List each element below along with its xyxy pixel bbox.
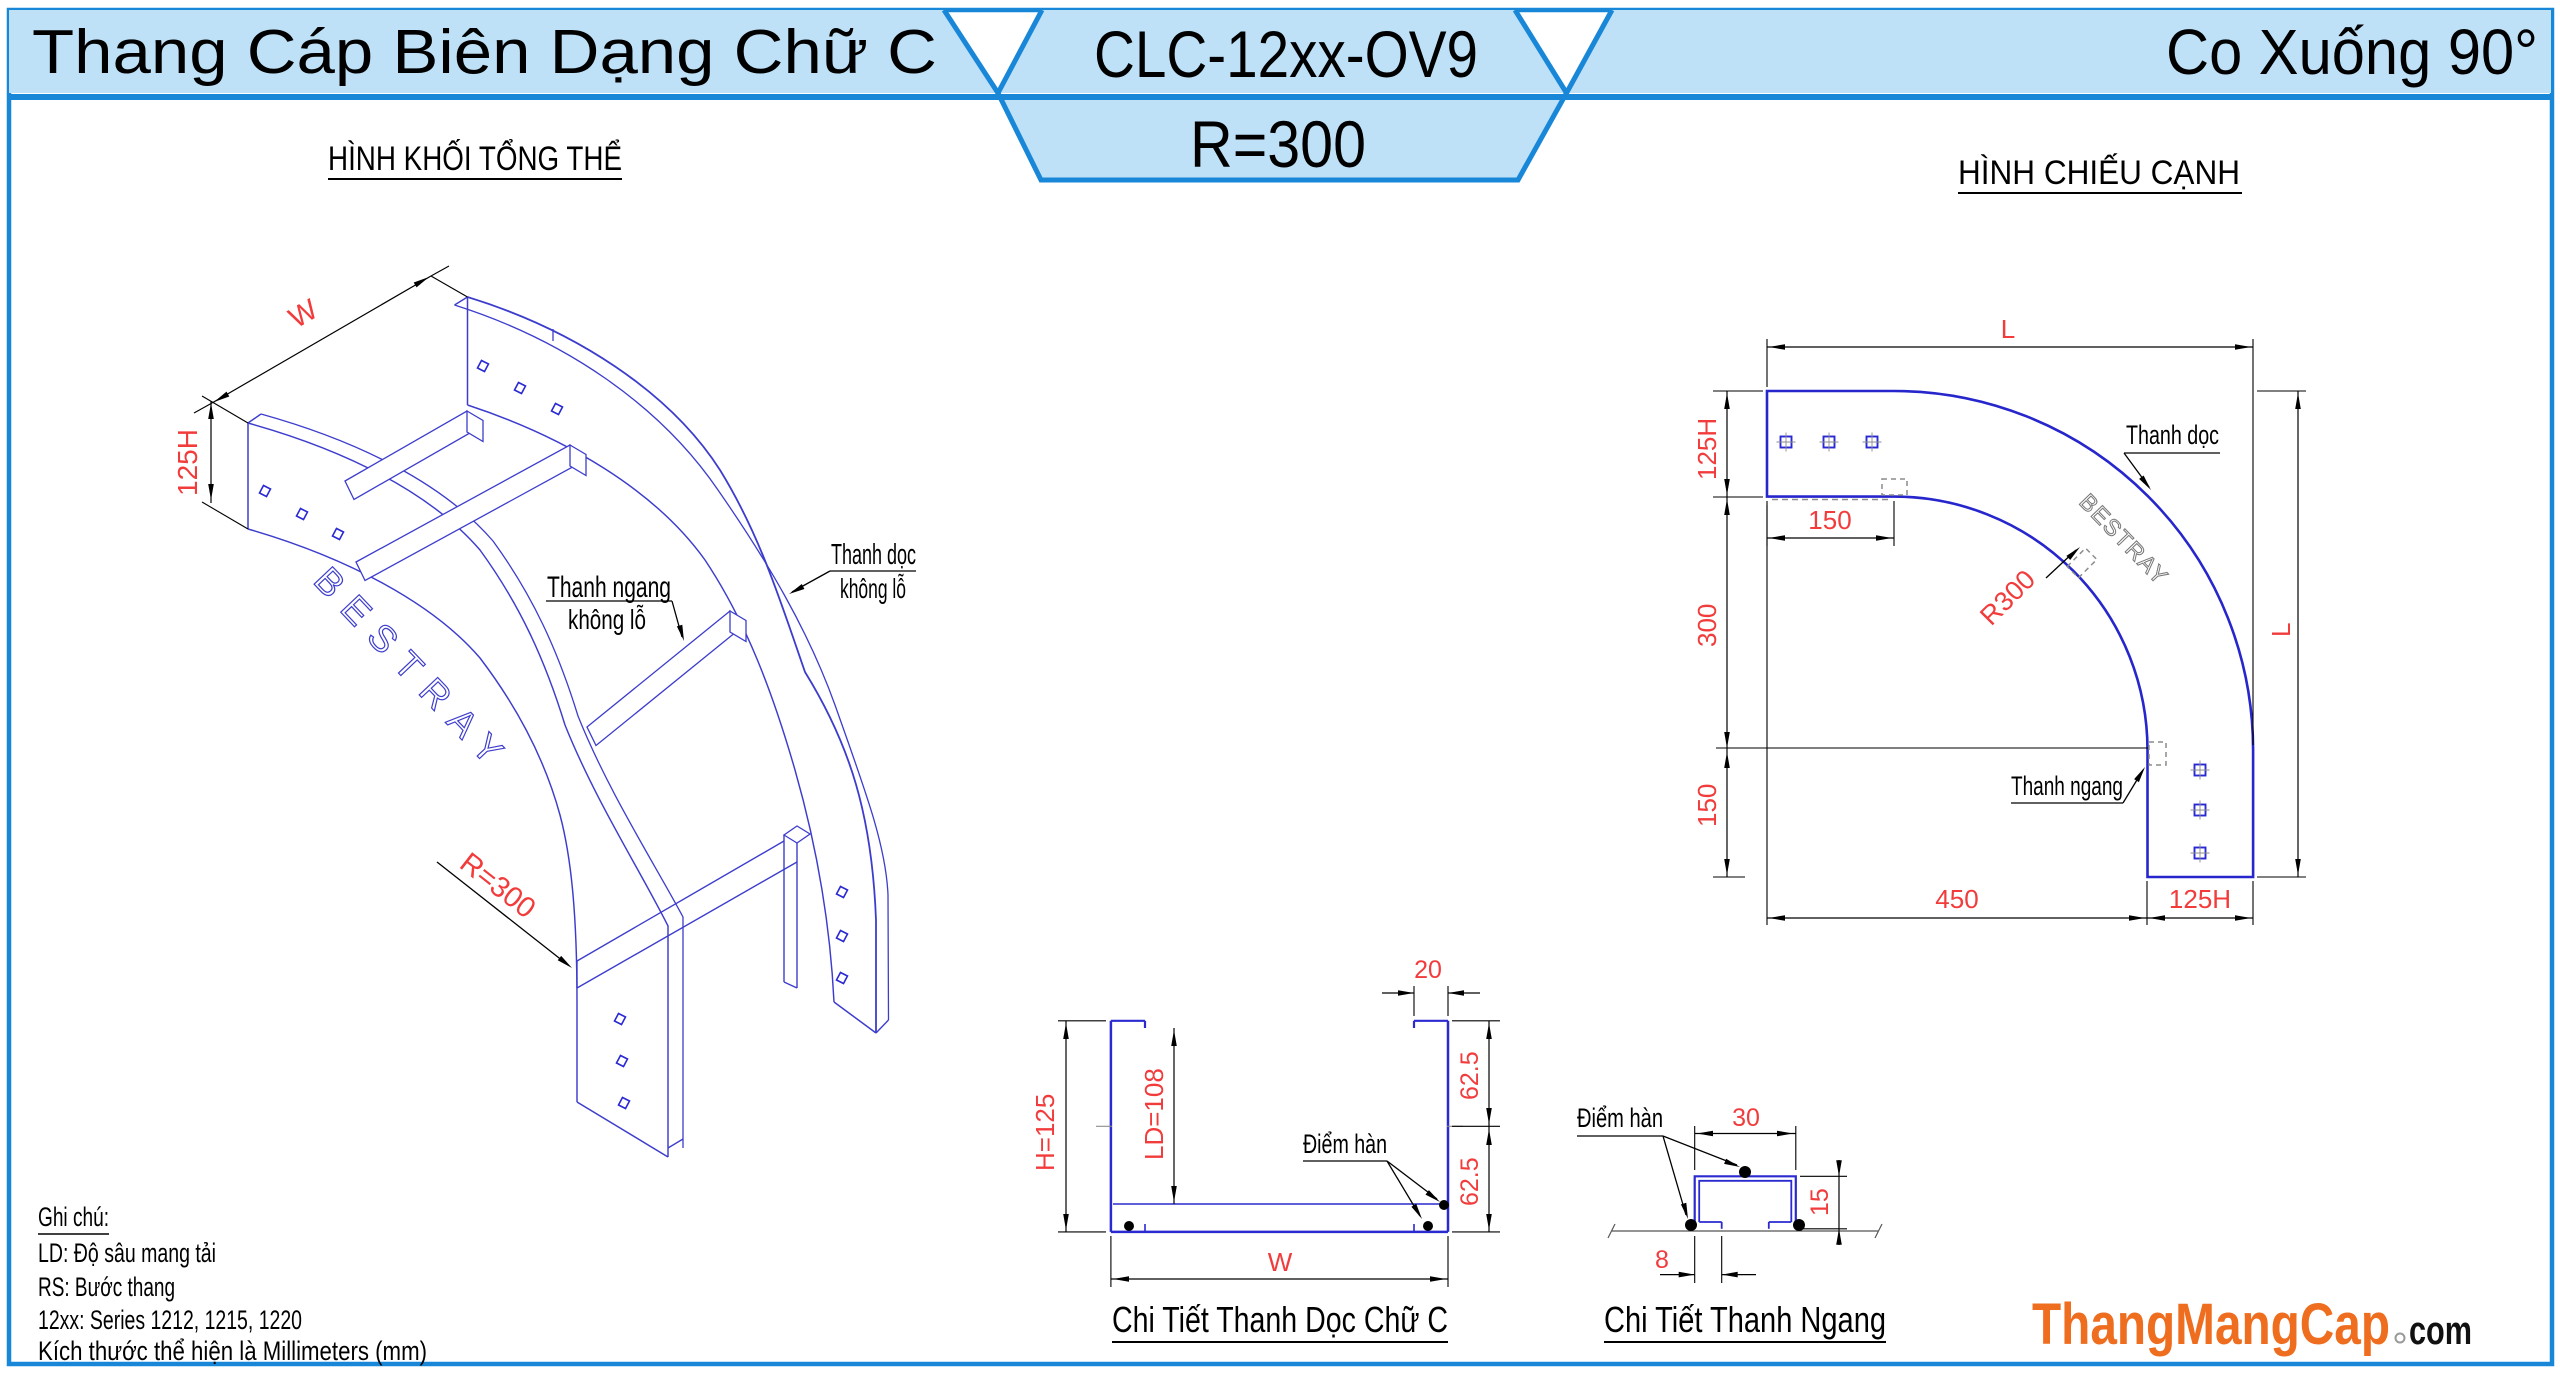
svg-text:R=300: R=300: [1190, 107, 1366, 181]
svg-text:Thanh dọc: Thanh dọc: [2126, 420, 2219, 450]
svg-text:Thanh ngang: Thanh ngang: [2011, 771, 2123, 801]
svg-text:HÌNH CHIẾU CẠNH: HÌNH CHIẾU CẠNH: [1958, 154, 2240, 192]
svg-text:30: 30: [1732, 1104, 1760, 1132]
svg-text:Thang Cáp Biên Dạng Chữ C: Thang Cáp Biên Dạng Chữ C: [32, 18, 937, 87]
svg-text:W: W: [1268, 1247, 1293, 1277]
svg-text:Điểm hàn: Điểm hàn: [1303, 1129, 1387, 1159]
svg-text:L: L: [2001, 314, 2015, 344]
svg-text:Chi Tiết Thanh Dọc Chữ C: Chi Tiết Thanh Dọc Chữ C: [1112, 1299, 1448, 1340]
svg-text:150: 150: [1692, 784, 1722, 827]
svg-text:125H: 125H: [172, 429, 203, 496]
svg-text:L: L: [2266, 623, 2296, 637]
svg-text:không lỗ: không lỗ: [568, 604, 646, 635]
svg-text:ThangMangCap: ThangMangCap: [2032, 1292, 2390, 1357]
svg-text:RS: Bước thang: RS: Bước thang: [38, 1272, 175, 1302]
svg-text:HÌNH KHỐI TỔNG THỂ: HÌNH KHỐI TỔNG THỂ: [328, 139, 622, 178]
svg-text:12xx: Series 1212, 1215, 1220: 12xx: Series 1212, 1215, 1220: [38, 1305, 302, 1335]
svg-text:Co Xuống 90°: Co Xuống 90°: [2166, 16, 2538, 88]
svg-text:Điểm hàn: Điểm hàn: [1577, 1103, 1663, 1133]
svg-text:62.5: 62.5: [1456, 1051, 1484, 1100]
svg-text:20: 20: [1414, 956, 1442, 984]
svg-text:8: 8: [1655, 1246, 1669, 1274]
svg-text:CLC-12xx-OV9: CLC-12xx-OV9: [1094, 17, 1478, 91]
svg-text:150: 150: [1808, 505, 1851, 535]
svg-text:LD=108: LD=108: [1139, 1068, 1169, 1160]
svg-text:450: 450: [1935, 884, 1978, 914]
svg-text:125H: 125H: [2169, 884, 2231, 914]
svg-text:com: com: [2409, 1309, 2472, 1353]
svg-text:125H: 125H: [1692, 418, 1722, 480]
svg-text:Thanh dọc: Thanh dọc: [831, 539, 916, 571]
svg-text:H=125: H=125: [1030, 1094, 1060, 1171]
svg-text:Kích thước thể hiện là Millime: Kích thước thể hiện là Millimeters (mm): [38, 1336, 427, 1366]
svg-text:LD: Độ sâu mang tải: LD: Độ sâu mang tải: [38, 1238, 216, 1268]
svg-text:62.5: 62.5: [1456, 1157, 1484, 1206]
svg-text:không lỗ: không lỗ: [840, 573, 906, 604]
svg-text:300: 300: [1692, 604, 1722, 647]
svg-text:Chi Tiết Thanh Ngang: Chi Tiết Thanh Ngang: [1604, 1299, 1886, 1340]
svg-text:Thanh ngang: Thanh ngang: [547, 571, 671, 604]
svg-text:15: 15: [1806, 1188, 1834, 1216]
svg-text:Ghi chú:: Ghi chú:: [38, 1202, 109, 1232]
